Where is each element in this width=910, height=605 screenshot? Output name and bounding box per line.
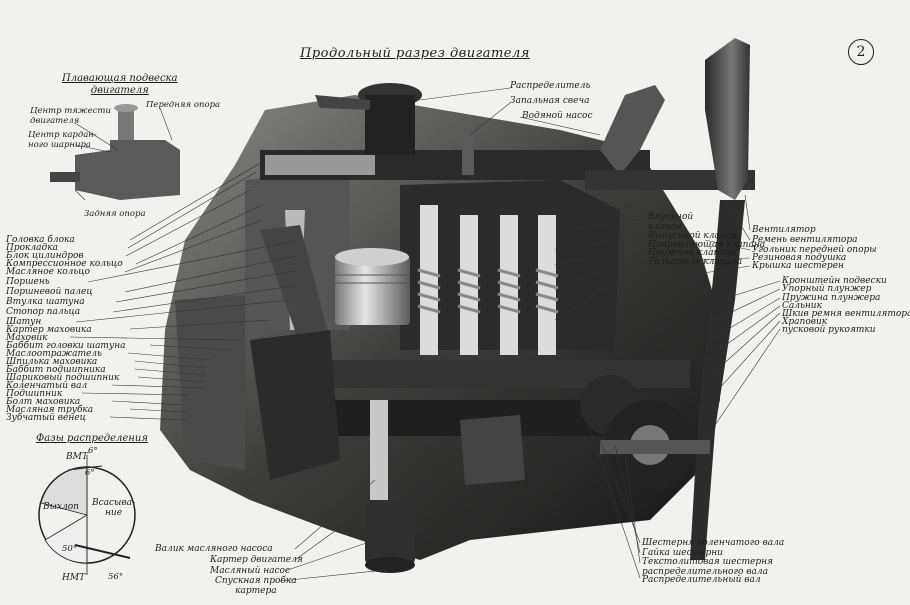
- angle-label: 50°: [62, 544, 78, 554]
- angle-label: 6°: [88, 446, 98, 456]
- left-label: Баббит головки шатуна: [6, 341, 126, 351]
- label-cardan-center: Центр кардан- ного шарнира: [28, 130, 97, 150]
- leader-lines-bottom: [279, 429, 641, 582]
- angle-label: 56°: [108, 572, 124, 582]
- left-label: Шпилька маховика: [6, 357, 98, 367]
- label-spark-plug: Запальная свеча: [510, 96, 590, 106]
- valve-train: [417, 205, 559, 355]
- right-label: Кронштейн подвески: [782, 276, 887, 286]
- inset-title: Плавающая подвеска двигателя: [62, 73, 177, 97]
- leader-lines-right: [689, 194, 781, 441]
- bottom-label: Валик масляного насоса: [155, 544, 273, 554]
- valve-label: Направляющая клапана: [648, 240, 766, 250]
- fan: [690, 38, 750, 560]
- left-label: Поршень: [6, 277, 50, 287]
- starter-ratchet: [600, 440, 710, 454]
- left-label: Прокладка: [6, 243, 58, 253]
- left-label: Маховик: [6, 333, 48, 343]
- right-label: Храповик: [782, 317, 828, 327]
- label-distributor: Распределитель: [510, 81, 591, 91]
- oil-pump: [365, 400, 415, 573]
- sheet-number: 2: [848, 39, 874, 65]
- valve-label: Пружина клапана: [648, 248, 736, 258]
- spark-plug: [462, 130, 474, 175]
- right-label: Угольник передней опоры: [752, 245, 877, 255]
- label-front-mount: Передняя опора: [146, 100, 221, 110]
- valve-label: Толкатель клапана: [648, 257, 743, 267]
- right-label: Пружина плунжера: [782, 293, 881, 303]
- bottom-right-label: Гайка шестерни: [642, 548, 723, 558]
- label-rear-mount: Задняя опора: [84, 209, 146, 219]
- left-label: Шатун: [6, 317, 42, 327]
- bottom-label: Картер двигателя: [210, 555, 303, 565]
- timing-phase-diagram: [38, 455, 136, 575]
- left-label: Масляное кольцо: [6, 267, 90, 277]
- valve-label: Впускной клапан: [648, 212, 694, 232]
- left-label: Втулка шатуна: [6, 297, 85, 307]
- water-outlet: [585, 85, 755, 190]
- left-label: Компрессионное кольцо: [6, 259, 123, 269]
- right-label: Резиновая подушка: [752, 253, 847, 263]
- label-water-pump: Водяной насос: [522, 111, 593, 121]
- left-label: Шариковый подшипник: [6, 373, 120, 383]
- left-label: Поршневой палец: [6, 287, 93, 297]
- left-label: Блок цилиндров: [6, 251, 84, 261]
- distributor: [315, 83, 422, 155]
- right-label: Ремень вентилятора: [752, 235, 858, 245]
- left-label: Головка блока: [6, 235, 75, 245]
- right-label: Упорный плунжер: [782, 284, 872, 294]
- label-center-of-gravity: Центр тяжести двигателя: [30, 106, 111, 126]
- right-label: пусковой рукоятки: [782, 325, 876, 335]
- bottom-right-label: Шестерня коленчатого вала: [642, 538, 785, 548]
- diagram-title: Продольный разрез двигателя: [300, 46, 530, 61]
- left-label: Стопор пальца: [6, 307, 81, 317]
- left-label: Картер маховика: [6, 325, 92, 335]
- right-label: Вентилятор: [752, 225, 816, 235]
- left-label: Подшипник: [6, 389, 63, 399]
- left-label: Коленчатый вал: [6, 381, 88, 391]
- bottom-label: Спускная пробка картера: [215, 576, 297, 596]
- inset-title-line1: Плавающая подвеска: [62, 73, 178, 84]
- right-label: Шкив ремня вентилятора: [782, 309, 910, 319]
- angle-label: 6°: [85, 468, 95, 478]
- bottom-label: Масляный насос: [210, 566, 291, 576]
- inset-engine-drawing: [50, 104, 180, 201]
- valve-label: Выпускной клапан: [648, 231, 737, 241]
- left-label: Баббит подшипника: [6, 365, 106, 375]
- leader-lines-top: [419, 87, 649, 321]
- left-label: Болт маховика: [6, 397, 81, 407]
- leader-lines-left: [69, 161, 301, 421]
- label-exhaust: Выхлоп: [43, 502, 79, 512]
- left-label: Маслоотражатель: [6, 349, 102, 359]
- timing-phases-title: Фазы распределения: [36, 433, 148, 444]
- left-label: Зубчатый венец: [6, 413, 86, 423]
- right-label: Крышка шестерен: [752, 261, 844, 271]
- inset-title-line2: двигателя: [90, 85, 149, 96]
- right-label: Сальник: [782, 301, 822, 311]
- left-label: Масляная трубка: [6, 405, 94, 415]
- label-tdc: ВМТ: [66, 452, 88, 462]
- label-intake: Всасыва- ние: [92, 498, 136, 518]
- bottom-right-label: Текстолитовая шестерня распределительног…: [642, 557, 774, 577]
- label-bdc: НМТ: [62, 573, 86, 583]
- bottom-right-label: Распределительный вал: [642, 575, 761, 585]
- piston: [335, 248, 410, 325]
